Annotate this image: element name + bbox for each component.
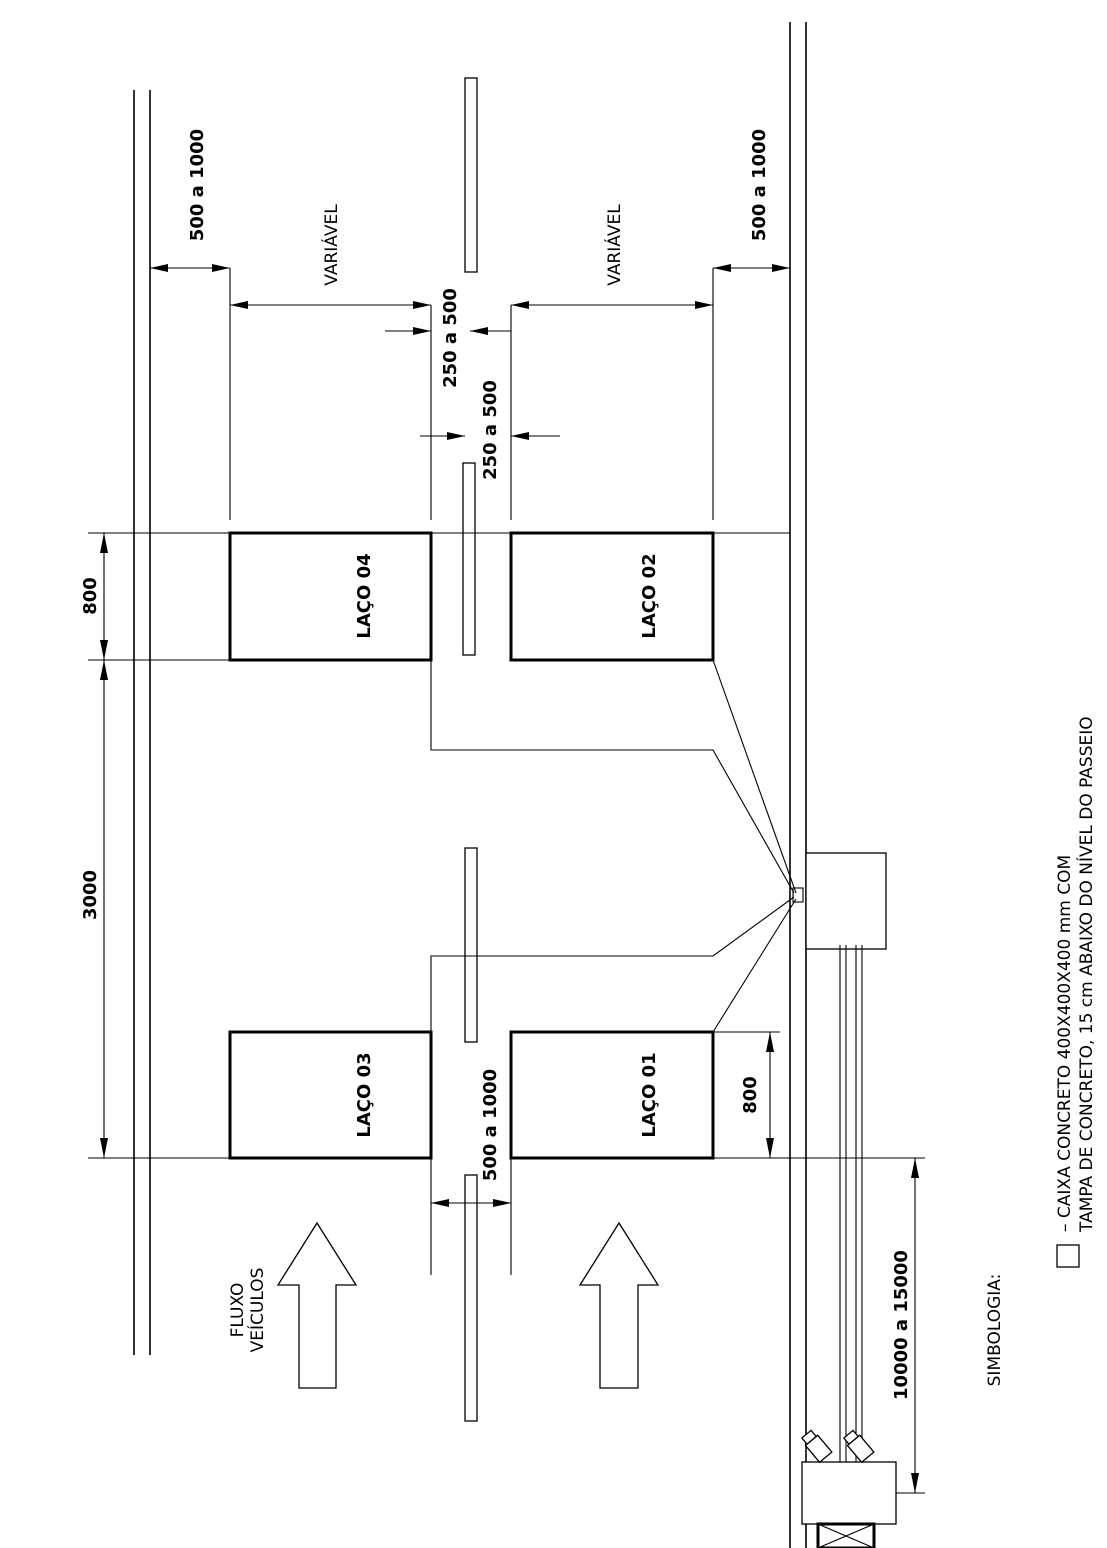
variavel-right: VARIÁVEL: [603, 204, 625, 286]
loop-03-label: LAÇO 03: [354, 1052, 375, 1137]
dim-variavel-left: [230, 301, 431, 309]
flow-arrow-right: [578, 1221, 660, 1389]
dim-250-500: [385, 305, 560, 520]
lane-divider: [462, 77, 478, 1422]
dim-longitudinal: [88, 532, 790, 1159]
loop-02-label: LAÇO 02: [639, 553, 660, 638]
loop-04-label: LAÇO 04: [354, 553, 375, 638]
dim-500-1000-right: 500 a 1000: [749, 129, 770, 241]
legend-line1: – CAIXA CONCRETO 400X400X400 mm COM: [1055, 855, 1075, 1232]
dim-250-500-b: 250 a 500: [480, 380, 501, 480]
road-edge-left: [133, 90, 151, 1355]
loop-02: LAÇO 02: [509, 531, 715, 662]
dim-lateral-mid: [430, 1158, 512, 1275]
dim-800-top: 800: [80, 577, 101, 615]
camera-icon: [800, 1429, 875, 1464]
loop-03: LAÇO 03: [228, 1030, 433, 1160]
dim-800-bottom: 800: [740, 1076, 761, 1114]
conduit: [839, 945, 863, 1462]
dim-10000-15000: [713, 1157, 925, 1494]
loop-01: LAÇO 01: [509, 1030, 715, 1160]
legend-title: SIMBOLOGIA:: [985, 1274, 1005, 1387]
flow-label-line2: VEÍCULOS: [246, 1268, 268, 1353]
flow-arrow-left: [276, 1221, 358, 1389]
loop-01-label: LAÇO 01: [639, 1052, 660, 1137]
dim-variavel-right: [511, 268, 714, 520]
dim-250-500-a: 250 a 500: [440, 288, 461, 388]
dim-500-1000-mid: 500 a 1000: [480, 1069, 501, 1181]
loop-04: LAÇO 04: [228, 531, 433, 662]
dim-500-1000-top: 500 a 1000: [187, 129, 208, 241]
legend-line2: TAMPA DE CONCRETO, 15 cm ABAIXO DO NÍVEL…: [1075, 716, 1097, 1233]
controller-cabinet: [801, 1461, 897, 1548]
legend-box-symbol: [1056, 1244, 1080, 1268]
road-edge-right: [789, 22, 807, 1548]
dim-lateral-right: [713, 264, 790, 272]
loop-cables: [430, 659, 804, 1033]
concrete-box: [805, 852, 887, 950]
dim-3000: 3000: [80, 870, 101, 920]
flow-label-line1: FLUXO: [228, 1283, 248, 1338]
dim-lateral-left: [150, 264, 231, 520]
dim-10000-15000-label: 10000 a 15000: [891, 1250, 912, 1400]
variavel-left: VARIÁVEL: [320, 204, 342, 286]
